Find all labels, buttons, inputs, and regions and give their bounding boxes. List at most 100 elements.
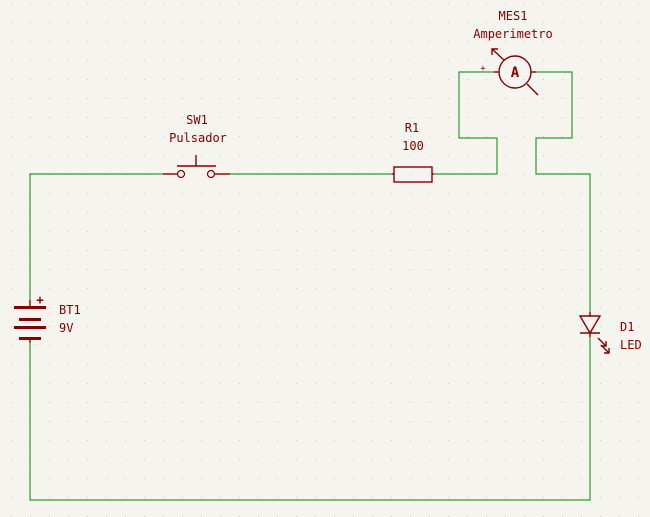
grid-dot bbox=[619, 459, 620, 460]
grid-dot bbox=[182, 117, 183, 118]
grid-dot bbox=[125, 193, 126, 194]
grid-dot bbox=[296, 60, 297, 61]
grid-dot bbox=[220, 440, 221, 441]
grid-dot bbox=[505, 3, 506, 4]
grid-dot bbox=[201, 22, 202, 23]
wire-bottom[interactable] bbox=[29, 337, 591, 501]
grid-dot bbox=[600, 3, 601, 4]
grid-dot bbox=[372, 307, 373, 308]
grid-dot bbox=[372, 3, 373, 4]
grid-dot bbox=[334, 136, 335, 137]
grid-dot bbox=[448, 364, 449, 365]
grid-dot bbox=[353, 402, 354, 403]
grid-dot bbox=[524, 60, 525, 61]
grid-dot bbox=[239, 155, 240, 156]
grid-dot bbox=[11, 41, 12, 42]
grid-dot bbox=[144, 364, 145, 365]
grid-dot bbox=[239, 421, 240, 422]
grid-dot bbox=[49, 231, 50, 232]
grid-dot bbox=[429, 155, 430, 156]
switch-sw1[interactable]: SW1 Pulsador bbox=[163, 113, 230, 179]
grid-dot bbox=[144, 193, 145, 194]
grid-dot bbox=[562, 98, 563, 99]
grid-dot bbox=[277, 364, 278, 365]
grid-dot bbox=[144, 402, 145, 403]
grid-dot bbox=[353, 22, 354, 23]
wire-top-left[interactable] bbox=[29, 173, 163, 300]
grid-dot bbox=[163, 41, 164, 42]
grid-dot bbox=[372, 117, 373, 118]
grid-dot bbox=[258, 421, 259, 422]
grid-dot bbox=[448, 250, 449, 251]
grid-dot bbox=[49, 22, 50, 23]
grid-dot bbox=[486, 193, 487, 194]
grid-dot bbox=[391, 497, 392, 498]
grid-dot bbox=[429, 478, 430, 479]
grid-dot bbox=[220, 250, 221, 251]
grid-dot bbox=[524, 212, 525, 213]
grid-dot bbox=[220, 98, 221, 99]
grid-dot bbox=[258, 345, 259, 346]
grid-dot bbox=[220, 41, 221, 42]
grid-dot bbox=[467, 497, 468, 498]
led-d1[interactable]: D1 LED bbox=[578, 312, 642, 354]
grid-dot bbox=[600, 60, 601, 61]
grid-dot bbox=[524, 421, 525, 422]
grid-dot bbox=[353, 383, 354, 384]
grid-dot bbox=[296, 41, 297, 42]
grid-dot bbox=[638, 478, 639, 479]
grid-dot bbox=[467, 41, 468, 42]
grid-dot bbox=[201, 478, 202, 479]
grid-dot bbox=[619, 3, 620, 4]
grid-dot bbox=[68, 383, 69, 384]
grid-dot bbox=[467, 231, 468, 232]
grid-dot bbox=[68, 421, 69, 422]
grid-dot bbox=[258, 383, 259, 384]
grid-dot bbox=[429, 402, 430, 403]
grid-dot bbox=[277, 231, 278, 232]
grid-dot bbox=[581, 497, 582, 498]
grid-dot bbox=[486, 22, 487, 23]
grid-dot bbox=[581, 269, 582, 270]
battery-bt1[interactable]: + BT1 9V bbox=[14, 293, 81, 343]
grid-dot bbox=[239, 98, 240, 99]
grid-dot bbox=[11, 497, 12, 498]
ammeter-mes1[interactable]: A + MES1 Amperimetro bbox=[473, 9, 553, 96]
grid-dot bbox=[258, 364, 259, 365]
grid-dot bbox=[296, 364, 297, 365]
grid-dot bbox=[220, 117, 221, 118]
grid-dot bbox=[429, 326, 430, 327]
grid-dot bbox=[391, 383, 392, 384]
grid-dot bbox=[600, 98, 601, 99]
grid-dot bbox=[144, 497, 145, 498]
grid-dot bbox=[163, 440, 164, 441]
grid-dot bbox=[600, 497, 601, 498]
grid-dot bbox=[581, 41, 582, 42]
grid-dot bbox=[581, 307, 582, 308]
grid-dot bbox=[353, 345, 354, 346]
grid-dot bbox=[562, 193, 563, 194]
grid-dot bbox=[410, 326, 411, 327]
grid-dot bbox=[505, 41, 506, 42]
grid-dot bbox=[125, 440, 126, 441]
grid-dot bbox=[106, 307, 107, 308]
grid-dot bbox=[277, 41, 278, 42]
grid-dot bbox=[30, 136, 31, 137]
grid-dot bbox=[182, 136, 183, 137]
grid-dot bbox=[163, 364, 164, 365]
grid-dot bbox=[296, 212, 297, 213]
grid-dot bbox=[467, 478, 468, 479]
grid-dot bbox=[429, 497, 430, 498]
resistor-r1[interactable]: R1 100 bbox=[392, 121, 434, 183]
grid-dot bbox=[581, 136, 582, 137]
grid-dot bbox=[638, 155, 639, 156]
grid-dot bbox=[334, 307, 335, 308]
grid-dot bbox=[68, 41, 69, 42]
grid-dot bbox=[106, 383, 107, 384]
grid-dot bbox=[163, 250, 164, 251]
grid-dot bbox=[562, 3, 563, 4]
grid-dot bbox=[49, 402, 50, 403]
wire-meter-right[interactable] bbox=[535, 71, 591, 312]
wire-resistor-meter[interactable] bbox=[434, 71, 498, 175]
